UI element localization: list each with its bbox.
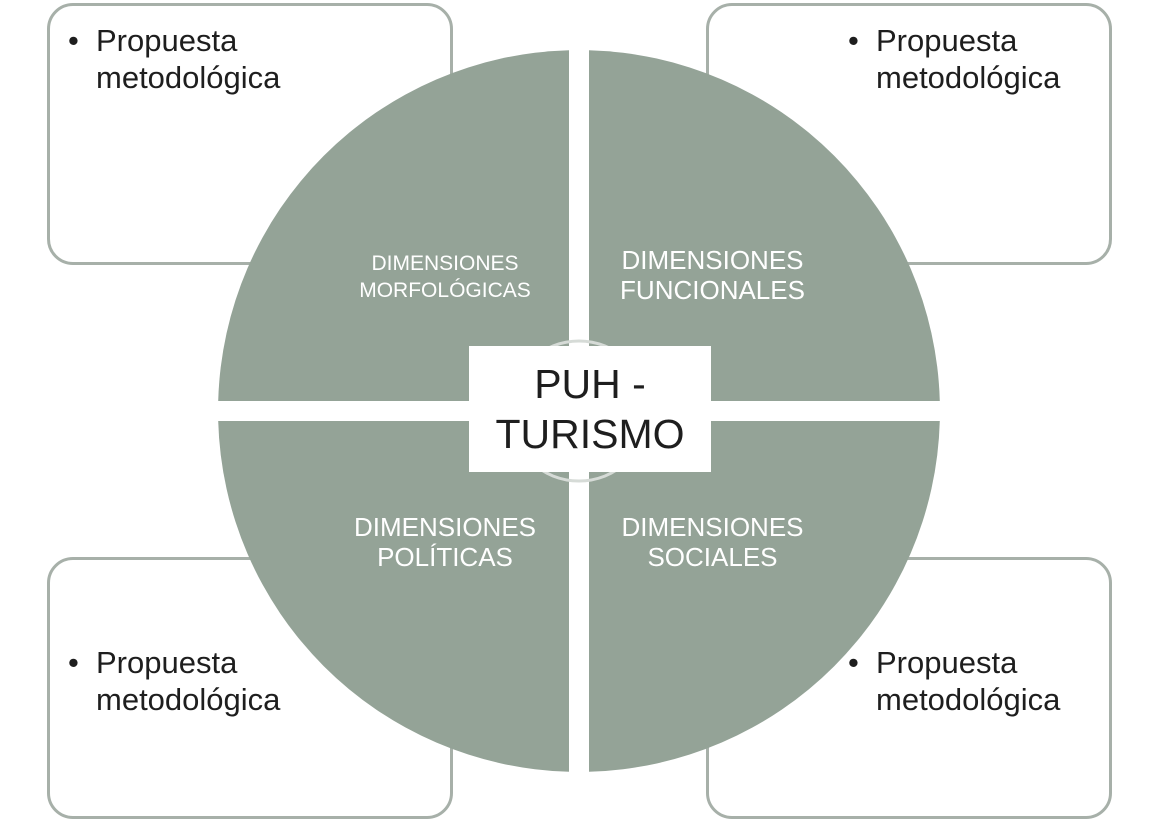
quadrant-top-left (218, 50, 569, 401)
corner-text-top-left: • Propuesta metodológica (68, 23, 281, 95)
quadrant-label-politicas: DIMENSIONES POLÍTICAS (353, 512, 537, 572)
bullet-icon: • (68, 645, 79, 680)
center-label: PUH - TURISMO (495, 361, 685, 457)
center-label-box: PUH - TURISMO (469, 346, 711, 472)
corner-text-bottom-left: • Propuesta metodológica (68, 645, 281, 717)
bullet-icon: • (68, 23, 79, 58)
quadrant-label-sociales: DIMENSIONES SOCIALES (621, 512, 804, 572)
quadrant-label-morfologicas: DIMENSIONES MORFOLÓGICAS (359, 252, 531, 302)
quadrant-label-funcionales: DIMENSIONES FUNCIONALES (620, 245, 805, 305)
quadrant-top-right (589, 50, 940, 401)
bullet-icon: • (848, 645, 859, 680)
quadrant-bottom-left (218, 421, 569, 772)
quadrant-bottom-right (589, 421, 940, 772)
corner-text-bottom-right: • Propuesta metodológica (848, 645, 1061, 717)
corner-text-top-right: • Propuesta metodológica (848, 23, 1061, 95)
bullet-icon: • (848, 23, 859, 58)
